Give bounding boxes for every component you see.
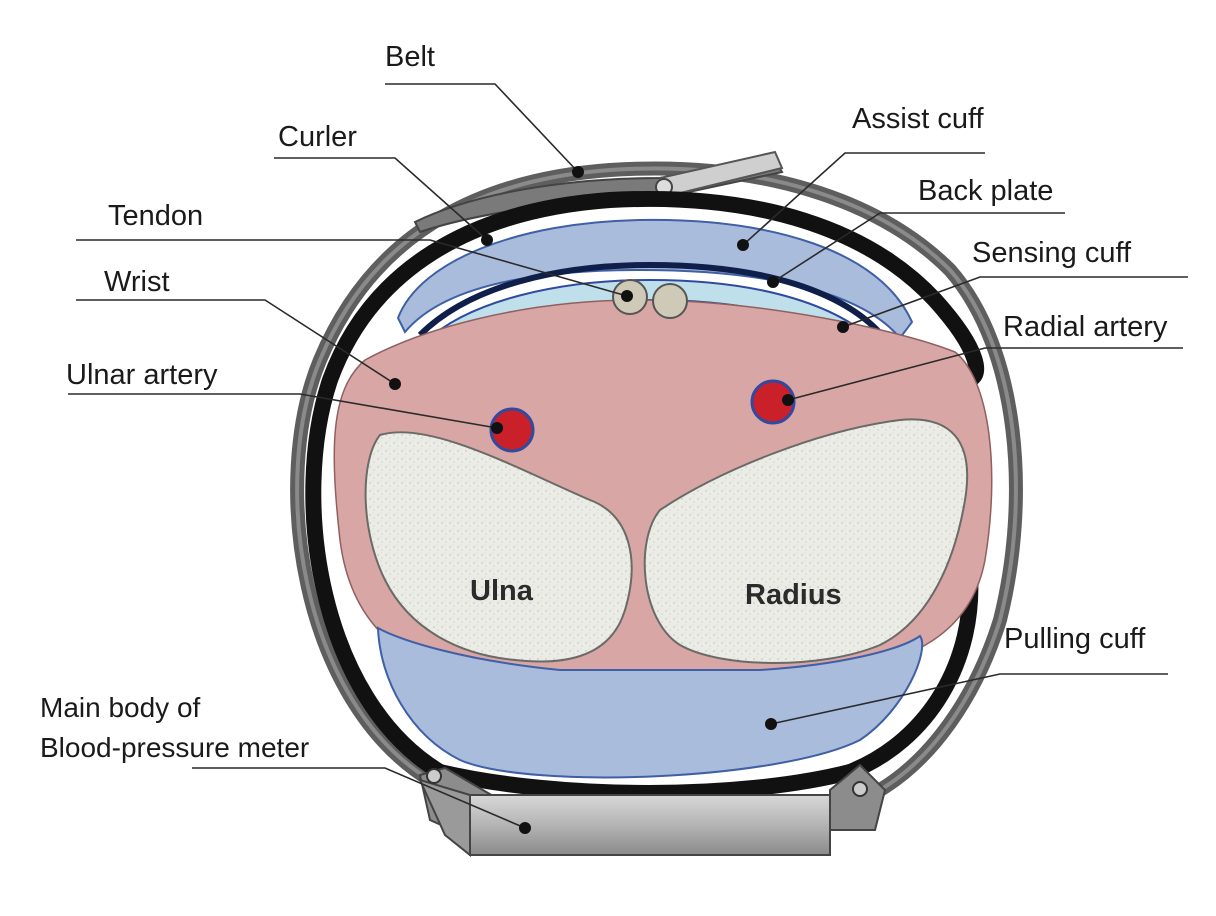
curler-ring-lower [842, 567, 979, 780]
label-radial-artery: Radial artery [1003, 311, 1168, 343]
radius-bone [643, 418, 969, 664]
leader-lines [68, 83, 1188, 834]
label-main-body-line2: Blood-pressure meter [40, 732, 309, 763]
label-radius: Radius [745, 579, 842, 611]
meter-left-pin [426, 768, 442, 784]
meter-right-pin [852, 781, 868, 797]
ulna-bone [364, 431, 633, 663]
label-ulnar-artery: Ulnar artery [66, 359, 218, 391]
radial-artery [750, 379, 796, 425]
tendon-right [652, 283, 688, 319]
label-back-plate: Back plate [918, 175, 1053, 207]
label-pulling-cuff: Pulling cuff [1004, 623, 1146, 655]
back-plate [417, 261, 893, 347]
label-main-body-line1: Main body of [40, 692, 201, 723]
label-assist-cuff: Assist cuff [852, 103, 985, 135]
pulling-cuff [376, 626, 924, 779]
label-curler: Curler [278, 121, 357, 153]
label-wrist: Wrist [104, 266, 170, 298]
label-belt: Belt [385, 41, 435, 73]
label-sensing-cuff: Sensing cuff [972, 237, 1132, 269]
label-tendon: Tendon [108, 200, 203, 232]
ulnar-artery [489, 407, 535, 453]
curler-ring [305, 190, 985, 780]
curler-bottom [438, 764, 852, 801]
label-ulna: Ulna [470, 575, 534, 607]
